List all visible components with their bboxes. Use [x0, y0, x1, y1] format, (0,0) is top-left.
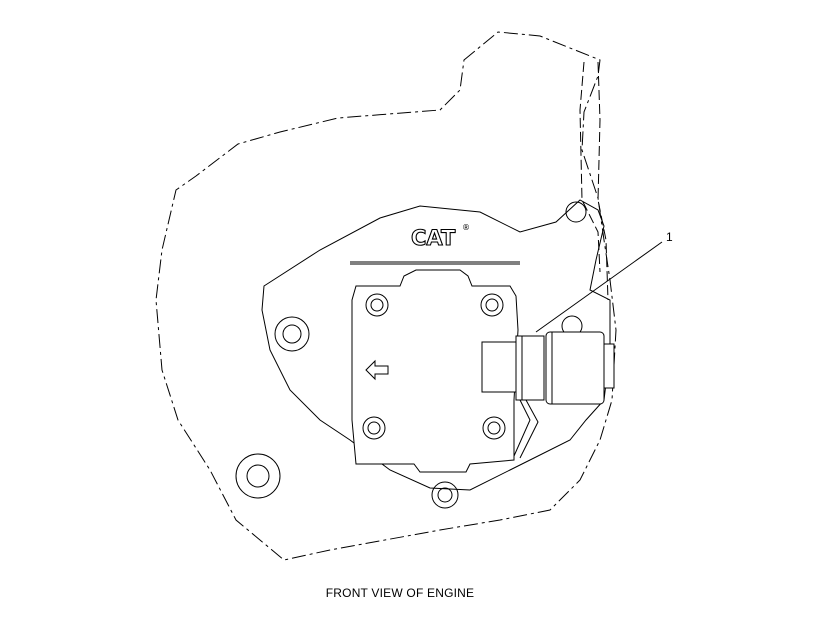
callout-leader-line [535, 241, 663, 333]
cover-bolt-bottom-left-hex [367, 421, 381, 435]
sensor-connector [545, 331, 605, 405]
plate-bolt-left-inner [282, 324, 302, 344]
cover-bolt-bottom-left [362, 416, 386, 440]
boss-bottom [431, 481, 459, 509]
sensor-hex-nut [515, 335, 545, 401]
cover-bolts [362, 293, 506, 440]
cover-bolt-top-right-hex [485, 298, 499, 312]
engine-cover-outline [155, 31, 617, 561]
registered-mark: ® [462, 223, 470, 232]
callout-1: 1 [535, 230, 673, 333]
sensor-cover-plate [351, 269, 519, 473]
cover-bolt-bottom-right [482, 416, 506, 440]
diagram-caption: FRONT VIEW OF ENGINE [325, 586, 475, 600]
direction-arrow-icon [365, 359, 389, 381]
cover-bolt-top-right [480, 293, 504, 317]
boss-bottom-inner [437, 487, 453, 503]
outer-mounting-bosses [235, 201, 587, 509]
plate-bolt-left [274, 316, 310, 352]
cover-bolt-top-left [365, 293, 389, 317]
boss-lower-left-inner [246, 464, 270, 488]
cover-bolt-top-left-hex [370, 298, 384, 312]
cat-logo: CAT ® [410, 223, 470, 251]
cat-logo-text: CAT [411, 226, 456, 250]
callout-label: 1 [666, 230, 673, 244]
boss-lower-left [235, 453, 281, 499]
speed-timing-sensor [481, 331, 615, 459]
sensor-body [481, 341, 517, 393]
sensor-connector-latch [603, 343, 615, 389]
boss-upper-right [565, 201, 587, 223]
cover-bolt-bottom-right-hex [487, 421, 501, 435]
